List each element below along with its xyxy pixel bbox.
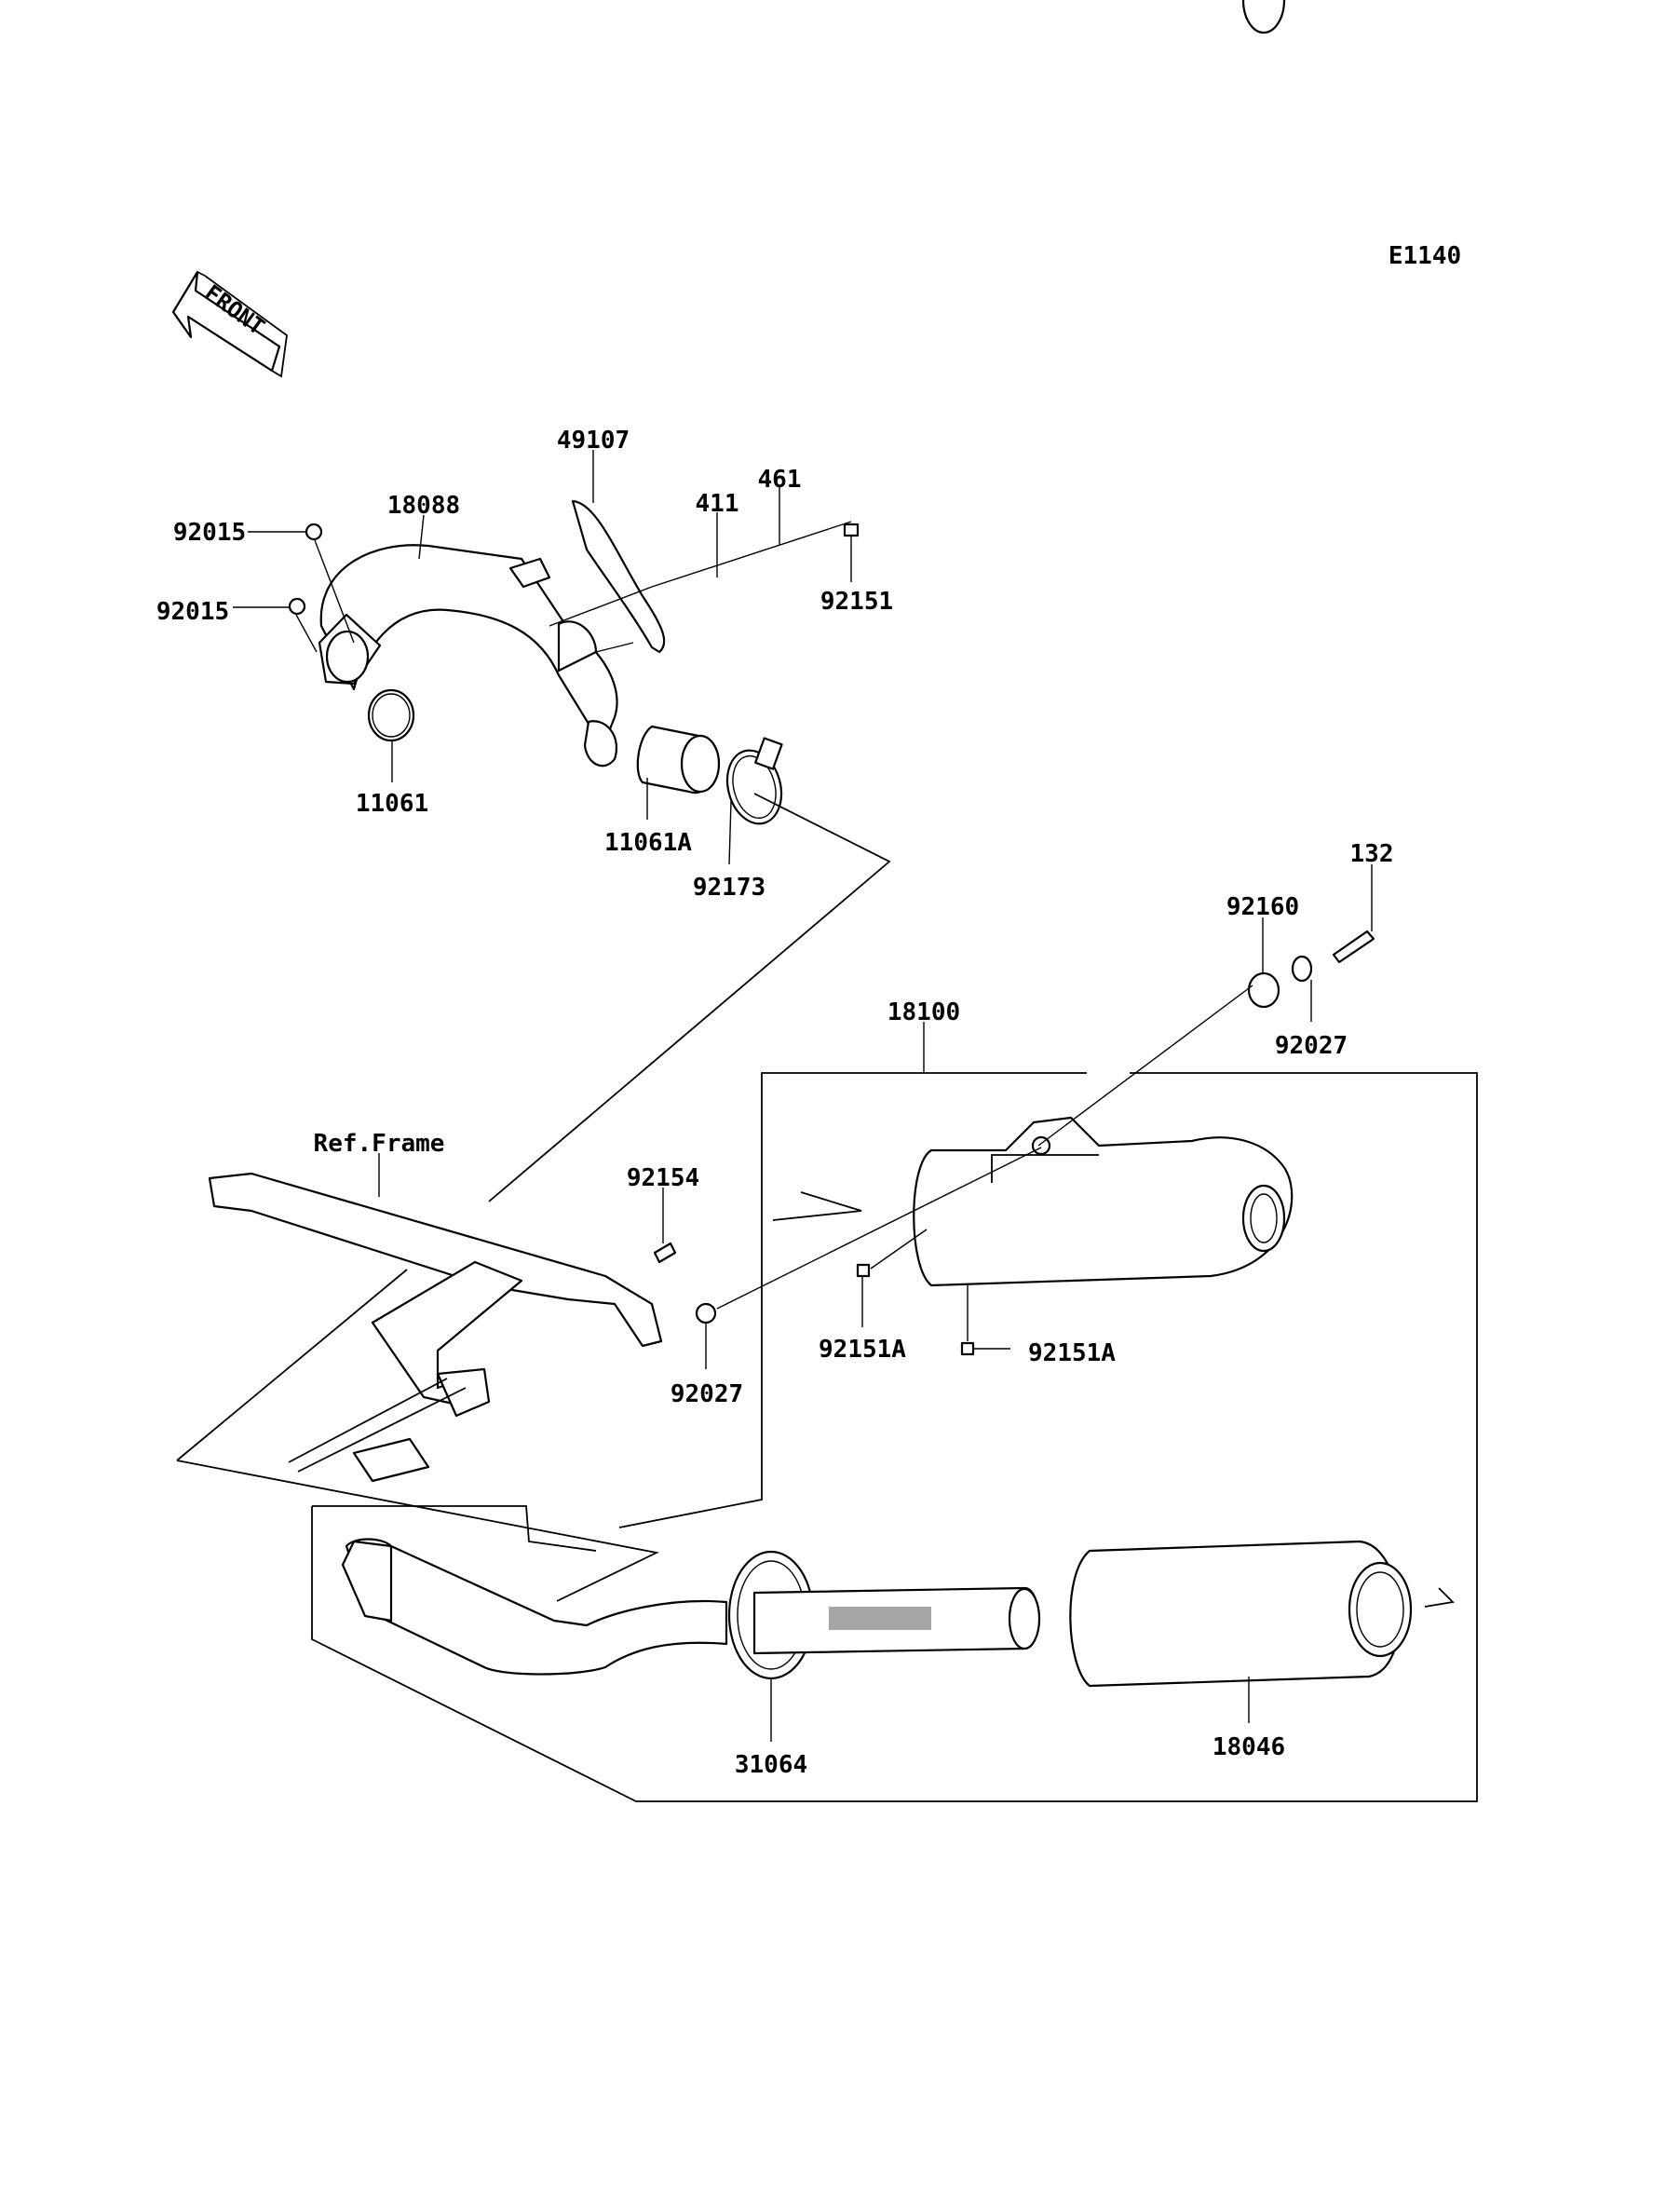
inner-core-31064	[727, 1550, 1041, 1680]
grommet-92160	[1247, 971, 1280, 1009]
leader-lines	[233, 450, 1373, 1742]
silencer-18100	[913, 0, 1294, 1287]
nut-92015a	[305, 523, 323, 541]
mid-pipe	[341, 1538, 728, 1676]
label-92154: 92154	[627, 1164, 699, 1192]
label-92151: 92151	[820, 588, 893, 616]
label-92151A-right: 92151A	[1028, 1339, 1116, 1367]
label-92151A-left: 92151A	[819, 1336, 906, 1364]
ref-frame	[208, 1172, 663, 1483]
label-31064: 31064	[735, 1751, 807, 1779]
front-arrow-icon: FRONT	[171, 270, 288, 378]
collar-92027b	[695, 1302, 717, 1324]
header-pipe-18088	[318, 544, 618, 767]
label-49107: 49107	[557, 427, 630, 455]
label-18088: 18088	[387, 492, 460, 520]
label-411: 411	[696, 490, 739, 518]
diagram-code: E1140	[1389, 242, 1461, 270]
bolt-132	[1332, 930, 1375, 964]
label-92015-lower: 92015	[156, 598, 229, 626]
collar-92027a	[1291, 955, 1313, 983]
nut-92015b	[288, 597, 306, 616]
heat-guard-49107	[571, 499, 666, 654]
label-92173: 92173	[693, 874, 765, 902]
label-11061A: 11061A	[604, 829, 692, 857]
label-461: 461	[758, 466, 802, 494]
label-18046: 18046	[1213, 1733, 1285, 1761]
bolt-92154	[653, 1242, 677, 1264]
assembly-box	[311, 1072, 1478, 1802]
label-92015-upper: 92015	[173, 519, 246, 547]
label-92027-upper: 92027	[1275, 1032, 1348, 1060]
gasket-11061	[367, 688, 415, 742]
label-92027-lower: 92027	[671, 1380, 743, 1408]
label-ref-frame: Ref.Frame	[314, 1130, 445, 1158]
label-11061: 11061	[356, 790, 428, 818]
label-92160: 92160	[1226, 893, 1299, 921]
label-132: 132	[1350, 840, 1394, 868]
label-18100: 18100	[887, 998, 960, 1026]
clamp-92173	[725, 737, 783, 825]
outer-sleeve-18046	[1069, 1540, 1413, 1688]
